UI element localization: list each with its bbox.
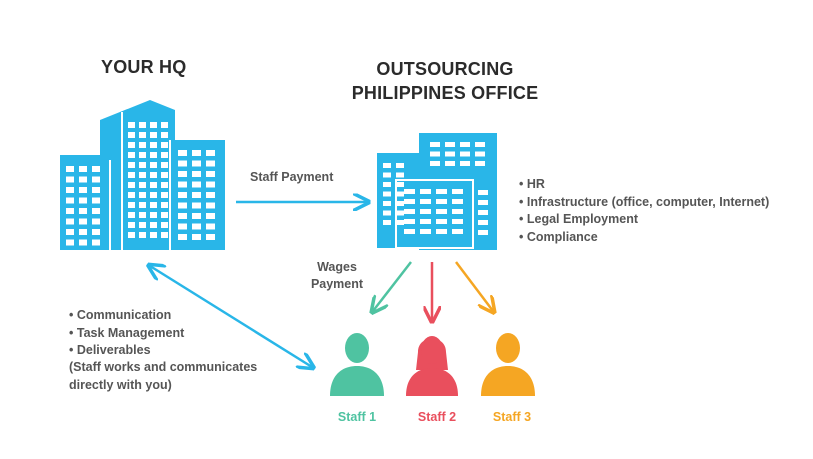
outsourcing-title-line-1: OUTSOURCING [376,59,514,79]
communication-arrow [150,266,312,367]
staff-3-label: Staff 3 [492,410,532,424]
service-item: Legal Employment [519,211,769,229]
staff-3-person-icon [481,333,535,396]
service-item: HR [519,176,769,194]
wages-payment-label: Wages Payment [297,259,377,293]
staff-2-person-icon [406,336,458,396]
service-item: Compliance [519,229,769,247]
communication-note-line-2: directly with you) [69,377,172,392]
service-item: Infrastructure (office, computer, Intern… [519,194,769,212]
hq-title: YOUR HQ [101,57,187,77]
wages-payment-line-2: Payment [310,277,364,291]
staff-1-label: Staff 1 [337,410,377,424]
staff-2-label: Staff 2 [417,410,457,424]
wages-payment-line-1: Wages [317,260,357,274]
wages-arrow-staff-1 [373,261,412,311]
office-building-icon [377,133,497,250]
hq-building-icon [60,100,225,250]
communication-note-line-1: (Staff works and communicates [69,360,258,374]
services-list: HR Infrastructure (office, computer, Int… [519,176,769,246]
staff-1-person-icon [330,333,384,396]
communication-note: (Staff works and communicates directly w… [69,359,279,394]
communication-item: Task Management [69,325,184,343]
outsourcing-title: OUTSOURCING PHILIPPINES OFFICE [340,57,550,105]
communication-item: Deliverables [69,342,184,360]
outsourcing-title-line-2: PHILIPPINES OFFICE [351,83,539,103]
staff-payment-label: Staff Payment [250,170,334,184]
wages-arrow-staff-3 [455,261,493,311]
communication-item: Communication [69,307,184,325]
communication-list: Communication Task Management Deliverabl… [69,307,184,360]
